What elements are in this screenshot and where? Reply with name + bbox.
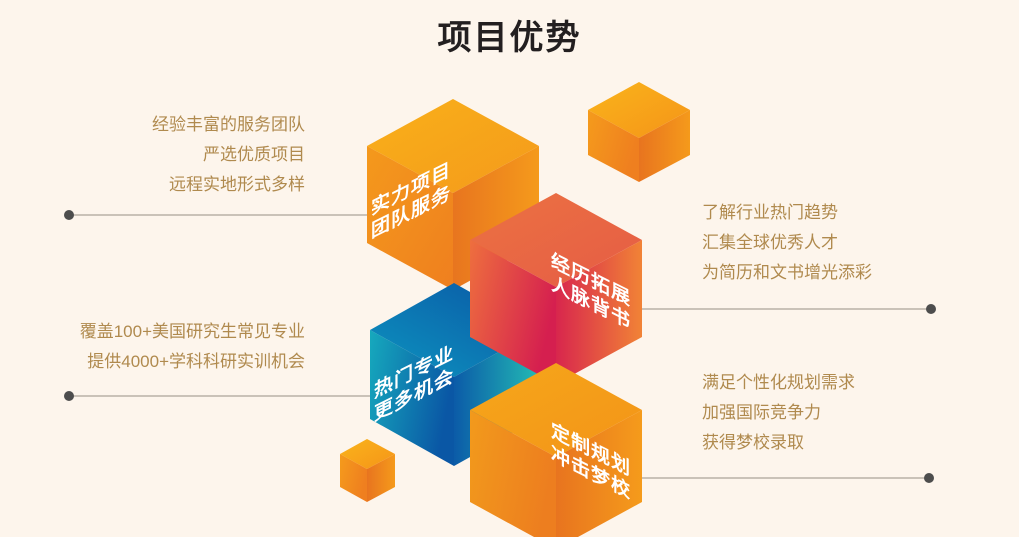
page-title: 项目优势 <box>437 19 582 57</box>
callout-line: 为简历和文书增光添彩 <box>702 263 872 282</box>
callout-top-right: 了解行业热门趋势 汇集全球优秀人才 为简历和文书增光添彩 <box>702 198 1002 288</box>
callout-bottom-right: 满足个性化规划需求 加强国际竞争力 获得梦校录取 <box>702 368 1002 458</box>
small-orange-cube-bottom-left <box>340 439 395 502</box>
small-orange-cube-top-right <box>588 82 690 182</box>
callout-line: 远程实地形式多样 <box>169 175 305 194</box>
callout-line: 满足个性化规划需求 <box>702 373 855 392</box>
callout-bottom-left: 覆盖100+美国研究生常见专业 提供4000+学科科研实训机会 <box>20 317 305 377</box>
callout-line: 了解行业热门趋势 <box>702 203 838 222</box>
callout-line: 汇集全球优秀人才 <box>702 233 838 252</box>
callout-line: 加强国际竞争力 <box>702 403 821 422</box>
cube-custom-plan-dream-school-shape <box>470 363 642 537</box>
callout-line: 提供4000+学科科研实训机会 <box>87 352 305 371</box>
callout-line: 严选优质项目 <box>203 145 305 164</box>
cube-experience-network-shape <box>470 193 642 384</box>
callout-line: 获得梦校录取 <box>702 433 804 452</box>
callout-line: 覆盖100+美国研究生常见专业 <box>79 322 305 341</box>
callout-line: 经验丰富的服务团队 <box>152 115 305 134</box>
callout-top-left: 经验丰富的服务团队 严选优质项目 远程实地形式多样 <box>20 110 305 200</box>
